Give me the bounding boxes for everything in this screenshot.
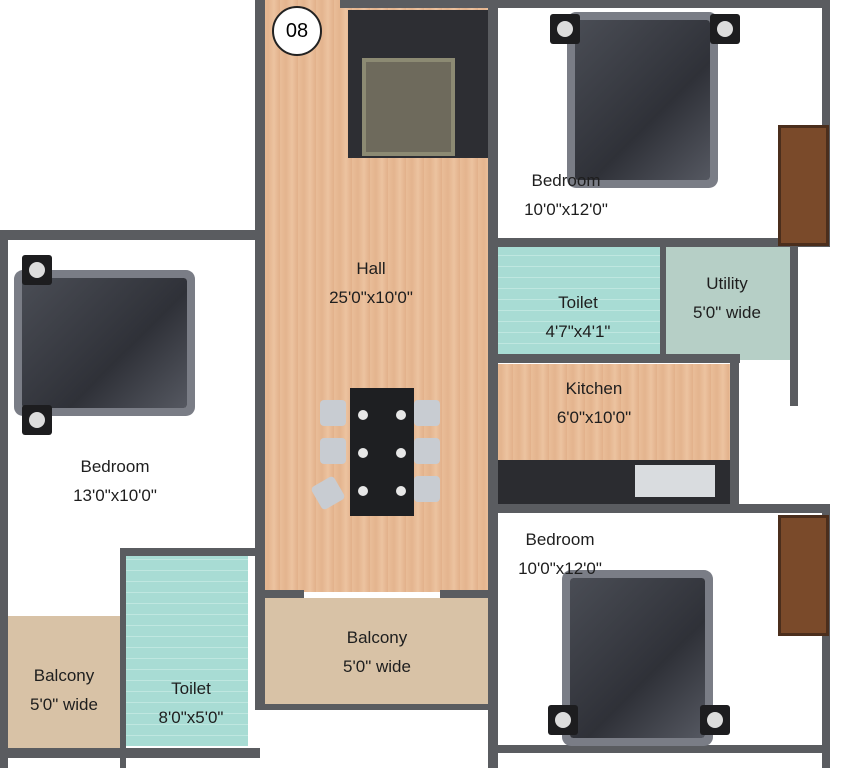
wall <box>490 238 830 247</box>
place-setting <box>396 448 406 458</box>
lamp <box>548 705 578 735</box>
room-label-toilet-top: Toilet 4'7"x4'1" <box>546 288 611 346</box>
room-label-toilet-left: Toilet 8'0"x5'0" <box>159 674 224 732</box>
kitchen-floor <box>495 364 730 460</box>
wall <box>0 230 262 240</box>
wall <box>120 548 126 768</box>
wall <box>0 230 8 768</box>
lamp <box>22 255 52 285</box>
lamp <box>550 14 580 44</box>
dining-chair <box>414 438 440 464</box>
room-label-utility: Utility 5'0" wide <box>693 269 761 327</box>
wall <box>262 704 490 710</box>
bed-bottom-right <box>570 578 705 738</box>
wall <box>660 246 666 358</box>
place-setting <box>396 486 406 496</box>
wall <box>120 548 255 556</box>
room-label-kitchen: Kitchen 6'0"x10'0" <box>557 374 631 432</box>
hall-rug <box>362 58 455 156</box>
dining-chair <box>414 400 440 426</box>
wall <box>440 590 490 598</box>
room-size: 10'0"x12'0" <box>524 200 608 219</box>
room-name: Toilet <box>171 679 211 698</box>
wall <box>255 0 265 710</box>
room-name: Bedroom <box>531 171 601 190</box>
dining-chair <box>320 438 346 464</box>
place-setting <box>358 448 368 458</box>
unit-number-badge: 08 <box>272 6 322 56</box>
wall <box>340 0 830 8</box>
wardrobe-bottom <box>778 515 829 636</box>
room-name: Balcony <box>346 628 408 647</box>
room-label-bedroom-left: Bedroom 13'0"x10'0" <box>73 452 157 510</box>
toilet-top-floor <box>490 246 662 354</box>
unit-number: 08 <box>285 19 309 42</box>
lamp <box>22 405 52 435</box>
room-label-balcony-left: Balcony 5'0" wide <box>30 661 98 719</box>
wall <box>822 0 830 240</box>
room-name: Bedroom <box>525 530 595 549</box>
utility-floor <box>665 246 795 360</box>
room-size: 8'0"x5'0" <box>158 708 224 727</box>
wall <box>490 354 740 363</box>
room-size: 10'0"x12'0" <box>518 559 602 578</box>
wall <box>262 590 304 598</box>
wall <box>488 0 498 768</box>
kitchen-sink <box>635 465 715 497</box>
toilet-left-floor <box>124 556 248 746</box>
bed-left <box>22 278 187 408</box>
room-size: 5'0" wide <box>693 303 761 322</box>
dining-chair <box>414 476 440 502</box>
balcony-left-floor <box>0 616 122 756</box>
lamp <box>700 705 730 735</box>
wall <box>730 358 739 508</box>
room-name: Hall <box>356 259 386 278</box>
room-size: 5'0" wide <box>30 695 98 714</box>
place-setting <box>358 410 368 420</box>
room-name: Bedroom <box>80 457 150 476</box>
wall <box>490 745 830 753</box>
wall <box>790 246 798 406</box>
wall <box>0 748 260 758</box>
room-name: Kitchen <box>565 379 623 398</box>
room-label-hall: Hall 25'0"x10'0" <box>329 254 413 312</box>
place-setting <box>396 410 406 420</box>
lamp <box>710 14 740 44</box>
room-name: Toilet <box>558 293 598 312</box>
room-name: Utility <box>706 274 748 293</box>
dining-chair <box>320 400 346 426</box>
room-label-bedroom-bottom-right: Bedroom 10'0"x12'0" <box>518 525 602 583</box>
room-name: Balcony <box>33 666 95 685</box>
wardrobe-top <box>778 125 829 246</box>
room-size: 25'0"x10'0" <box>329 288 413 307</box>
room-size: 13'0"x10'0" <box>73 486 157 505</box>
room-label-bedroom-top-right: Bedroom 10'0"x12'0" <box>524 166 608 224</box>
room-size: 5'0" wide <box>343 657 411 676</box>
place-setting <box>358 486 368 496</box>
room-size: 6'0"x10'0" <box>556 408 632 427</box>
balcony-middle-floor <box>262 598 490 706</box>
bed-top-right <box>575 20 710 180</box>
room-size: 4'7"x4'1" <box>545 322 611 341</box>
room-label-balcony-middle: Balcony 5'0" wide <box>343 623 411 681</box>
wall <box>490 504 830 513</box>
wall <box>822 504 830 768</box>
